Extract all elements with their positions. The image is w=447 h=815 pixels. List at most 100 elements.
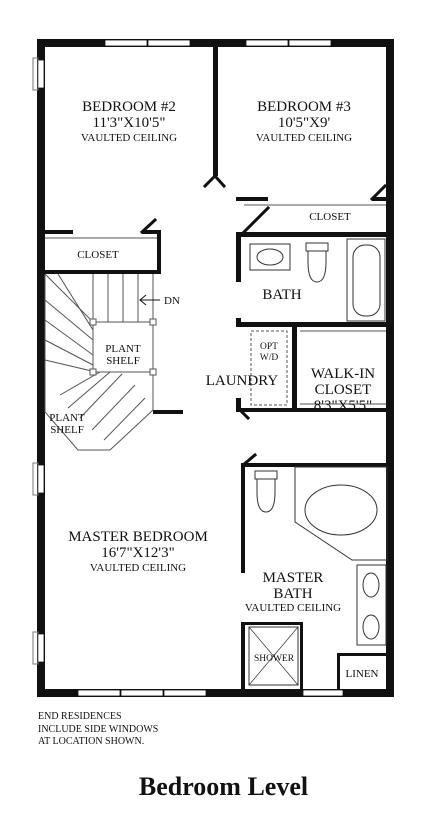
svg-text:DN: DN — [164, 295, 180, 307]
svg-text:CLOSET: CLOSET — [77, 249, 119, 261]
master-bath-name-1: MASTER — [263, 570, 324, 586]
interior-wall — [337, 653, 387, 656]
svg-text:LINEN: LINEN — [346, 668, 379, 680]
interior-wall — [45, 230, 73, 234]
interior-wall — [241, 622, 245, 690]
master-bedroom-size: 16'7"X12'3" — [101, 545, 174, 561]
closet-right-label: CLOSET — [309, 211, 351, 223]
interior-wall — [236, 398, 241, 412]
svg-text:16'7"X12'3": 16'7"X12'3" — [101, 545, 174, 561]
bathtub-icon — [346, 238, 386, 322]
window — [163, 689, 207, 697]
shower-label: SHOWER — [254, 654, 295, 664]
tub-icon — [294, 466, 388, 561]
vanity-icon — [356, 564, 387, 646]
svg-text:8'3"X5'5": 8'3"X5'5" — [314, 398, 372, 414]
svg-text:CLOSET: CLOSET — [309, 211, 351, 223]
exterior-wall-top — [37, 39, 393, 47]
sink-icon — [249, 243, 291, 271]
opt-wd-2: W/D — [260, 353, 279, 363]
svg-text:MASTER BEDROOM: MASTER BEDROOM — [68, 529, 208, 545]
bedroom3-note: VAULTED CEILING — [256, 132, 352, 144]
walkin-closet-name-2: CLOSET — [315, 382, 372, 398]
svg-text:BATH: BATH — [273, 586, 312, 602]
window — [147, 39, 191, 47]
plant-shelf-upper-2: SHELF — [106, 355, 140, 367]
interior-wall — [337, 653, 340, 689]
walkin-closet-size: 8'3"X5'5" — [314, 398, 372, 414]
svg-text:W/D: W/D — [260, 353, 279, 363]
exterior-wall-left — [37, 39, 45, 697]
interior-wall — [236, 232, 387, 237]
interior-wall — [236, 408, 387, 412]
note-line: INCLUDE SIDE WINDOWS — [38, 723, 159, 735]
master-bath-fixtures — [248, 466, 388, 686]
master-bath-name-2: BATH — [273, 586, 312, 602]
interior-wall — [142, 230, 160, 234]
svg-text:PLANT: PLANT — [105, 343, 141, 355]
svg-text:BATH: BATH — [262, 287, 301, 303]
svg-text:WALK-IN: WALK-IN — [311, 366, 375, 382]
svg-text:10'5"X9': 10'5"X9' — [278, 115, 331, 131]
bedroom3-size: 10'5"X9' — [278, 115, 331, 131]
master-bedroom-name: MASTER BEDROOM — [68, 529, 208, 545]
window — [245, 39, 289, 47]
side-window — [37, 633, 45, 663]
window — [288, 39, 332, 47]
svg-text:OPT: OPT — [260, 342, 278, 352]
interior-wall — [241, 463, 387, 467]
interior-wall — [245, 622, 303, 625]
interior-wall — [45, 270, 161, 274]
bedroom2-note: VAULTED CEILING — [81, 132, 177, 144]
master-bedroom-note: VAULTED CEILING — [90, 562, 186, 574]
interior-wall — [236, 322, 387, 327]
shower-icon — [248, 626, 299, 686]
note-line: AT LOCATION SHOWN. — [38, 736, 145, 747]
bedroom2-name: BEDROOM #2 — [82, 99, 176, 115]
plant-shelf-lower-1: PLANT — [49, 412, 85, 424]
svg-text:VAULTED CEILING: VAULTED CEILING — [245, 602, 341, 614]
svg-text:SHELF: SHELF — [106, 355, 140, 367]
stair-down-label: DN — [164, 295, 180, 307]
svg-text:LAUNDRY: LAUNDRY — [206, 373, 279, 389]
interior-wall — [236, 197, 268, 201]
bath-label: BATH — [262, 287, 301, 303]
svg-text:BEDROOM #3: BEDROOM #3 — [257, 99, 351, 115]
window — [77, 689, 121, 697]
svg-text:MASTER: MASTER — [263, 570, 324, 586]
svg-text:VAULTED CEILING: VAULTED CEILING — [256, 132, 352, 144]
exterior-wall-right — [386, 39, 394, 697]
plant-shelf-upper-1: PLANT — [105, 343, 141, 355]
walkin-closet-name-1: WALK-IN — [311, 366, 375, 382]
master-bath-note: VAULTED CEILING — [245, 602, 341, 614]
svg-text:VAULTED CEILING: VAULTED CEILING — [81, 132, 177, 144]
plant-shelf-lower-2: SHELF — [50, 424, 84, 436]
bedroom3-name: BEDROOM #3 — [257, 99, 351, 115]
side-window — [37, 464, 45, 494]
plan-notes: END RESIDENCES INCLUDE SIDE WINDOWS AT L… — [38, 711, 158, 749]
toilet-icon — [256, 478, 276, 513]
interior-wall — [292, 327, 297, 412]
svg-text:CLOSET: CLOSET — [315, 382, 372, 398]
floor-plan: BEDROOM #2 11'3"X10'5" VAULTED CEILING B… — [32, 39, 394, 697]
interior-wall — [236, 232, 241, 282]
linen-label: LINEN — [346, 668, 379, 680]
plan-title: Bedroom Level — [138, 772, 309, 801]
washer-dryer-area — [250, 330, 288, 406]
interior-wall — [236, 318, 241, 327]
interior-wall — [153, 410, 183, 414]
down-arrow-icon — [139, 294, 160, 306]
window — [120, 689, 164, 697]
svg-text:VAULTED CEILING: VAULTED CEILING — [90, 562, 186, 574]
bath-fixtures — [249, 238, 386, 322]
svg-text:PLANT: PLANT — [49, 412, 85, 424]
window — [302, 689, 344, 697]
note-line: END RESIDENCES — [38, 711, 122, 722]
window — [104, 39, 148, 47]
bedroom2-size: 11'3"X10'5" — [93, 115, 166, 131]
svg-text:11'3"X10'5": 11'3"X10'5" — [93, 115, 166, 131]
interior-wall — [213, 46, 218, 176]
side-window — [37, 59, 45, 89]
svg-text:SHOWER: SHOWER — [254, 654, 295, 664]
toilet-icon — [307, 250, 327, 283]
